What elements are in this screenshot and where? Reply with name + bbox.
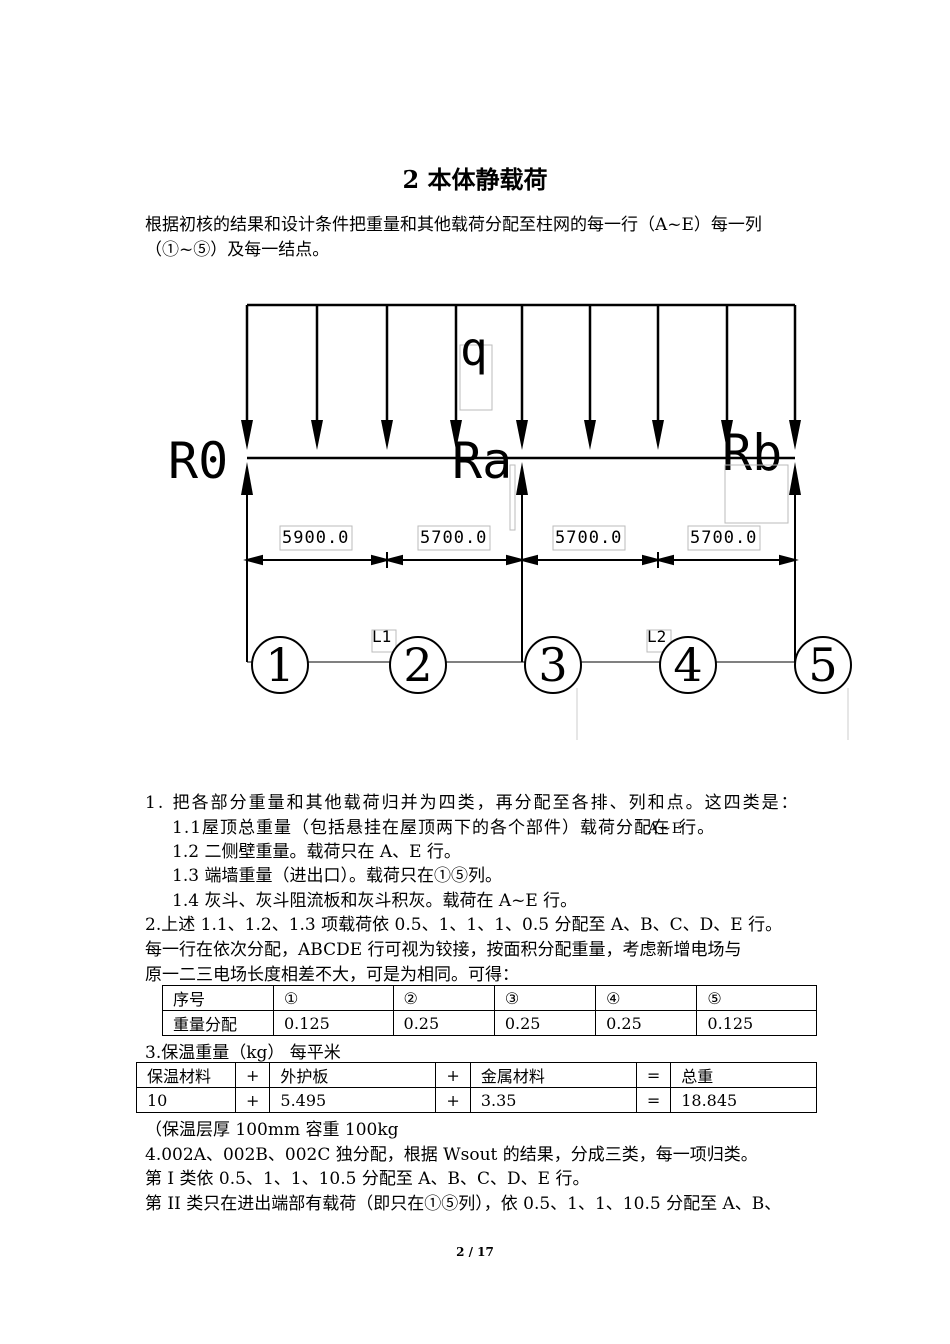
- table-cell: 18.845: [670, 1087, 817, 1113]
- weight-distribution-table: 序号 ① ② ③ ④ ⑤ 重量分配 0.125 0.25 0.25 0.25 0…: [162, 985, 817, 1036]
- item-2-line-3: 原一二三电场长度相差不大，可是为相同。可得：: [145, 965, 519, 985]
- table-cell: 5.495: [269, 1087, 437, 1113]
- table-cell: 0.25: [493, 1010, 597, 1036]
- reaction-label-ra: Ra: [452, 432, 512, 490]
- page-title: 2 本体静载荷: [402, 165, 548, 194]
- table-cell: +: [234, 1087, 271, 1113]
- table-cell: ④: [595, 985, 698, 1011]
- node-label-3: 3: [538, 638, 567, 692]
- segment-label-l2: L2: [647, 627, 666, 646]
- item-1-2: 1.2 二侧壁重量。载荷只在 A、E 行。: [172, 842, 461, 862]
- span-label-2: 5700.0: [420, 528, 487, 548]
- item-2-line-1: 2.上述 1.1、1.2、1.3 项载荷依 0.5、1、1、1、0.5 分配至 …: [145, 915, 783, 935]
- table-cell: ①: [273, 985, 394, 1011]
- table-cell: 序号: [162, 985, 274, 1011]
- table-cell: 0.25: [595, 1010, 698, 1036]
- beam-load-diagram: q R0 Ra Rb 5900.0 5700.0 5700.0 5700.0 L…: [168, 303, 852, 740]
- table-row: 10 + 5.495 + 3.35 = 18.845: [136, 1087, 817, 1113]
- node-label-2: 2: [403, 638, 432, 692]
- table-cell: 3.35: [469, 1087, 637, 1113]
- table-cell: ⑤: [696, 985, 817, 1011]
- item-1-3: 1.3 端墙重量（进出口）。载荷只在①⑤列。: [172, 866, 502, 886]
- span-label-3: 5700.0: [555, 528, 622, 548]
- item-4-line-1: 4.002A、002B、002C 独分配，根据 Wsout 的结果，分成三类，每…: [145, 1145, 758, 1165]
- table-cell: 重量分配: [162, 1010, 274, 1036]
- item-1-1: 1.1屋顶总重量（包括悬挂在屋顶两下的各个部件）载荷分配在A~E行。: [172, 813, 741, 838]
- table-cell: =: [635, 1062, 672, 1088]
- reaction-label-r0: R0: [168, 432, 228, 490]
- load-label-q: q: [460, 322, 488, 376]
- item-4-line-2: 第 I 类依 0.5、1、1、10.5 分配至 A、B、C、D、E 行。: [145, 1169, 590, 1189]
- reaction-arrows: [241, 462, 801, 495]
- insulation-note: （保温层厚 100mm 容重 100kg: [145, 1120, 399, 1140]
- table-cell: 总重: [670, 1062, 817, 1088]
- table-cell: 外护板: [269, 1062, 437, 1088]
- item-3: 3.保温重量（kg） 每平米: [145, 1043, 341, 1063]
- node-label-4: 4: [673, 638, 702, 692]
- table-cell: ②: [392, 985, 495, 1011]
- table-cell: 0.25: [392, 1010, 495, 1036]
- item-2-line-2: 每一行在依次分配，ABCDE 行可视为铰接，按面积分配重量，考虑新增电场与: [145, 940, 742, 960]
- table-cell: ③: [493, 985, 597, 1011]
- intro-paragraph: 根据初核的结果和设计条件把重量和其他载荷分配至柱网的每一行（A~E）每一列（①~…: [145, 215, 762, 260]
- table-cell: 0.125: [273, 1010, 394, 1036]
- table-row: 保温材料 + 外护板 + 金属材料 = 总重: [136, 1062, 817, 1088]
- load-arrows: [241, 305, 801, 450]
- item-1-1-tail: 行。: [679, 818, 716, 838]
- span-label-1: 5900.0: [282, 528, 349, 548]
- item-1-4: 1.4 灰斗、灰斗阻流板和灰斗积灰。载荷在 A~E 行。: [172, 891, 578, 911]
- item-1-1-text: 1.1屋顶总重量（包括悬挂在屋顶两下的各个部件）载荷分配在: [172, 818, 671, 838]
- page-number: 2 / 17: [456, 1245, 494, 1259]
- item-4-line-3: 第 II 类只在进出端部有载荷（即只在①⑤列），依 0.5、1、1、10.5 分…: [145, 1194, 782, 1214]
- node-label-1: 1: [265, 638, 294, 692]
- reaction-label-rb: Rb: [722, 424, 782, 482]
- table-cell: +: [435, 1087, 471, 1113]
- table-cell: 10: [136, 1087, 236, 1113]
- table-cell: +: [234, 1062, 271, 1088]
- table-row: 序号 ① ② ③ ④ ⑤: [162, 985, 817, 1011]
- table-cell: 保温材料: [136, 1062, 236, 1088]
- insulation-weight-table: 保温材料 + 外护板 + 金属材料 = 总重 10 + 5.495 + 3.35…: [136, 1062, 817, 1113]
- segment-label-l1: L1: [372, 627, 391, 646]
- table-row: 重量分配 0.125 0.25 0.25 0.25 0.125: [162, 1010, 817, 1036]
- table-cell: +: [435, 1062, 471, 1088]
- table-cell: 0.125: [696, 1010, 817, 1036]
- node-label-5: 5: [808, 638, 837, 692]
- table-cell: =: [635, 1087, 672, 1113]
- table-cell: 金属材料: [469, 1062, 637, 1088]
- span-label-4: 5700.0: [690, 528, 757, 548]
- item-1-1-overlap: A~E: [648, 821, 684, 837]
- item-1: 1. 把各部分重量和其他载荷归并为四类，再分配至各排、列和点。这四类是：: [145, 793, 800, 813]
